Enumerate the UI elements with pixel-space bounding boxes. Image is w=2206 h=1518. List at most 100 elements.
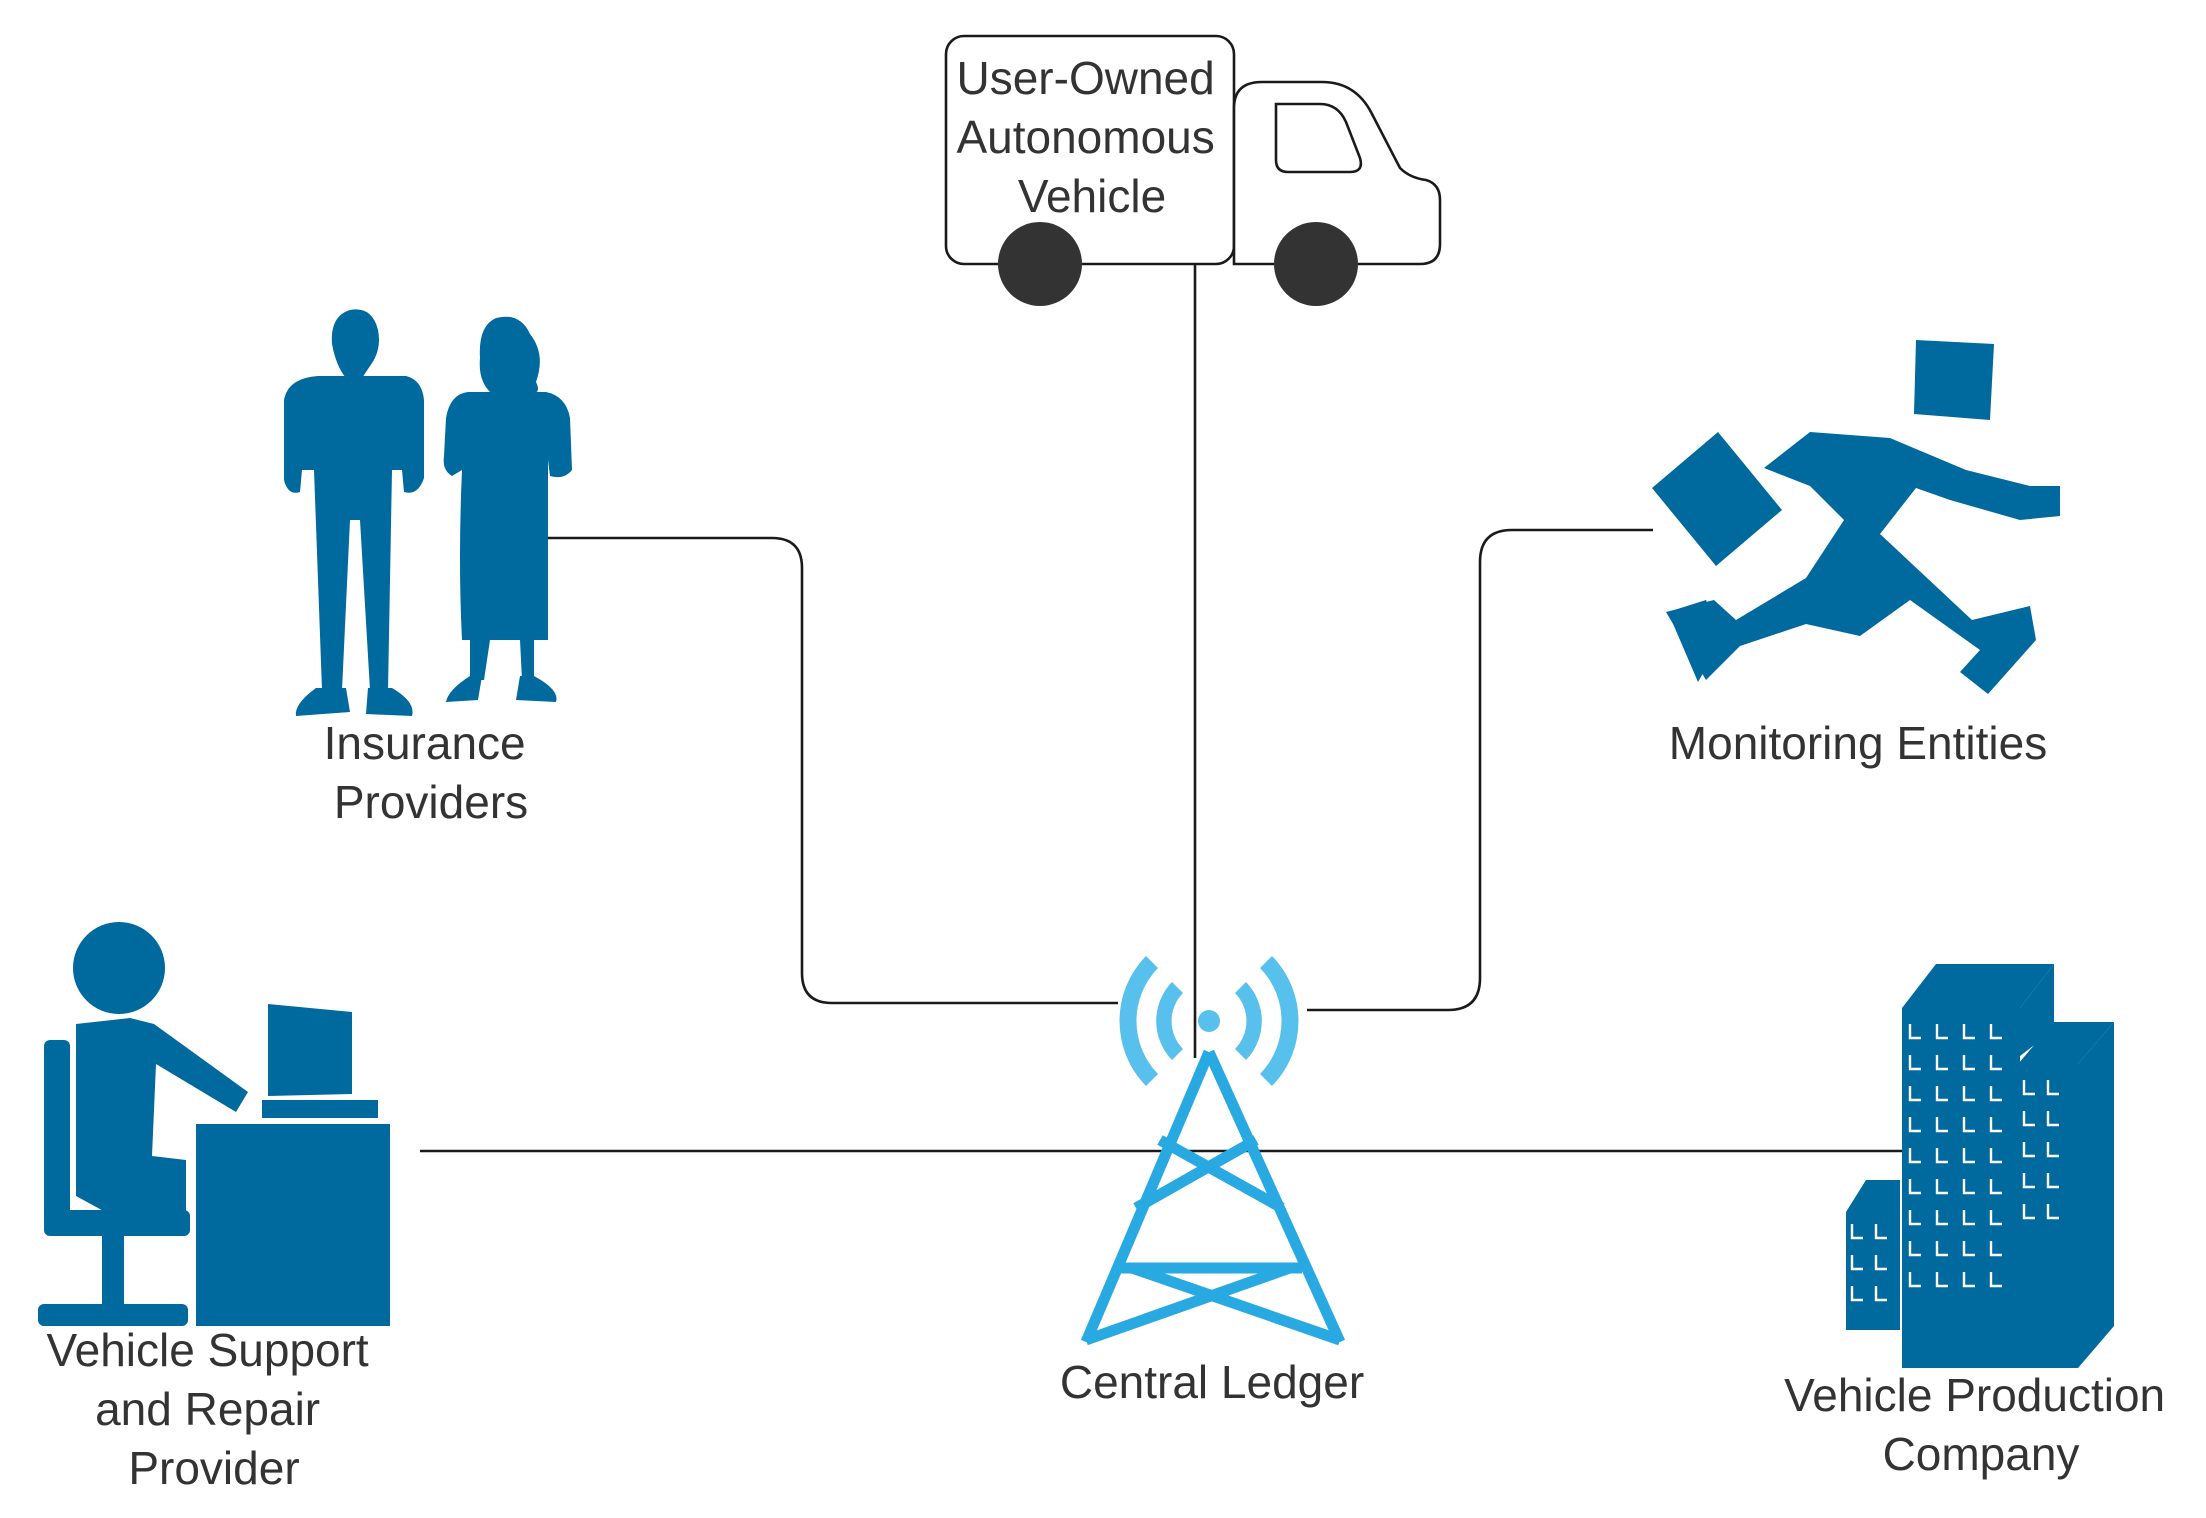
building-window xyxy=(1962,1272,1975,1288)
building-tall xyxy=(1902,1008,2020,1368)
building-window xyxy=(1908,1148,1921,1164)
support-label: Vehicle Support and Repair Provider xyxy=(46,1324,381,1494)
building-tall-top xyxy=(1902,964,2054,1008)
building-window xyxy=(2022,1142,2035,1158)
building-window xyxy=(1989,1024,2002,1040)
building-window xyxy=(1935,1086,1948,1102)
support-chair-base xyxy=(38,1304,188,1326)
building-window xyxy=(1962,1055,1975,1071)
building-window xyxy=(1989,1210,2002,1226)
business-woman-figure xyxy=(443,316,572,702)
building-window xyxy=(1874,1255,1887,1271)
monitoring-label: Monitoring Entities xyxy=(1669,717,2047,769)
runner-head xyxy=(1914,340,1994,420)
building-window xyxy=(1908,1117,1921,1133)
runner-body xyxy=(1666,432,2060,694)
building-window xyxy=(1989,1241,2002,1257)
building-window xyxy=(1989,1272,2002,1288)
support-chair-back xyxy=(44,1040,70,1230)
building-right-side xyxy=(2078,1022,2114,1368)
building-window xyxy=(1935,1179,1948,1195)
building-window xyxy=(1935,1210,1948,1226)
signal-wave-left-outer xyxy=(1119,956,1158,1086)
building-window xyxy=(1908,1024,1921,1040)
signal-wave-left-inner xyxy=(1156,982,1183,1060)
building-window xyxy=(1962,1148,1975,1164)
building-window xyxy=(1850,1224,1863,1240)
building-window xyxy=(1962,1024,1975,1040)
building-right-top xyxy=(2018,1022,2114,1064)
support-chair-seat xyxy=(44,1210,190,1236)
building-window xyxy=(2046,1204,2059,1220)
ledger-node[interactable]: Central Ledger xyxy=(1060,956,1364,1408)
building-window xyxy=(1962,1086,1975,1102)
building-window xyxy=(1962,1117,1975,1133)
connector-insurance-ledger[interactable] xyxy=(490,536,1118,1005)
vehicle-label: User-Owned Autonomous Vehicle xyxy=(956,52,1227,222)
office-buildings-icon xyxy=(1846,964,2114,1368)
building-small-top xyxy=(1846,1180,1900,1212)
support-desk xyxy=(196,1124,390,1326)
production-label: Vehicle Production Company xyxy=(1784,1369,2178,1480)
building-window xyxy=(1962,1179,1975,1195)
support-chair-pole xyxy=(102,1236,124,1308)
building-small xyxy=(1846,1212,1900,1330)
building-window xyxy=(1935,1055,1948,1071)
tower-structure xyxy=(1080,1049,1346,1346)
person-at-computer-desk-icon xyxy=(38,922,390,1326)
radio-tower-icon xyxy=(1080,956,1346,1346)
support-person-body xyxy=(76,1018,248,1220)
building-window xyxy=(1962,1210,1975,1226)
building-window xyxy=(2022,1173,2035,1189)
signal-wave-right-inner xyxy=(1235,982,1262,1060)
building-window xyxy=(1908,1210,1921,1226)
building-window xyxy=(1908,1055,1921,1071)
building-window xyxy=(1935,1117,1948,1133)
building-window xyxy=(1935,1024,1948,1040)
building-window xyxy=(1908,1241,1921,1257)
building-window xyxy=(1989,1148,2002,1164)
building-window xyxy=(1874,1224,1887,1240)
ledger-label: Central Ledger xyxy=(1060,1356,1364,1408)
support-node[interactable]: Vehicle Support and Repair Provider xyxy=(38,922,390,1494)
support-person-head xyxy=(73,922,165,1014)
building-window xyxy=(2046,1080,2059,1096)
signal-wave-right-outer xyxy=(1260,956,1299,1086)
signal-dot xyxy=(1198,1010,1220,1032)
business-man-figure xyxy=(284,309,424,716)
monitoring-node[interactable]: Monitoring Entities xyxy=(1652,340,2060,769)
building-window xyxy=(1935,1241,1948,1257)
connector-monitoring-ledger[interactable] xyxy=(1307,528,1653,1012)
signal-waves xyxy=(1119,956,1299,1086)
insurance-label: Insurance Providers xyxy=(324,717,539,828)
building-window xyxy=(2046,1173,2059,1189)
building-window xyxy=(1850,1286,1863,1302)
building-window xyxy=(1989,1055,2002,1071)
running-man-with-briefcase-icon xyxy=(1652,340,2060,694)
building-window xyxy=(1935,1272,1948,1288)
truck-icon xyxy=(944,34,1442,306)
insurance-node[interactable]: Insurance Providers xyxy=(284,309,572,828)
connectors xyxy=(420,262,1940,1153)
building-window xyxy=(1908,1272,1921,1288)
building-window xyxy=(2022,1204,2035,1220)
building-window xyxy=(1874,1286,1887,1302)
vehicle-node[interactable]: User-Owned Autonomous Vehicle xyxy=(944,34,1442,306)
support-keyboard xyxy=(262,1100,378,1118)
runner-back-foot xyxy=(1668,600,1722,682)
building-window xyxy=(1989,1179,2002,1195)
business-people-icon xyxy=(284,309,572,716)
building-window xyxy=(1962,1241,1975,1257)
production-node[interactable]: Vehicle Production Company xyxy=(1784,964,2178,1480)
building-window xyxy=(2022,1111,2035,1127)
truck-window xyxy=(1274,102,1363,174)
building-window xyxy=(1850,1255,1863,1271)
building-window xyxy=(2046,1111,2059,1127)
building-window xyxy=(1908,1179,1921,1195)
building-windows xyxy=(1850,1024,2059,1302)
truck-wheel-rear xyxy=(998,222,1082,306)
truck-wheel-front xyxy=(1274,222,1358,306)
support-monitor xyxy=(268,1004,352,1096)
runner-briefcase xyxy=(1652,432,1782,566)
